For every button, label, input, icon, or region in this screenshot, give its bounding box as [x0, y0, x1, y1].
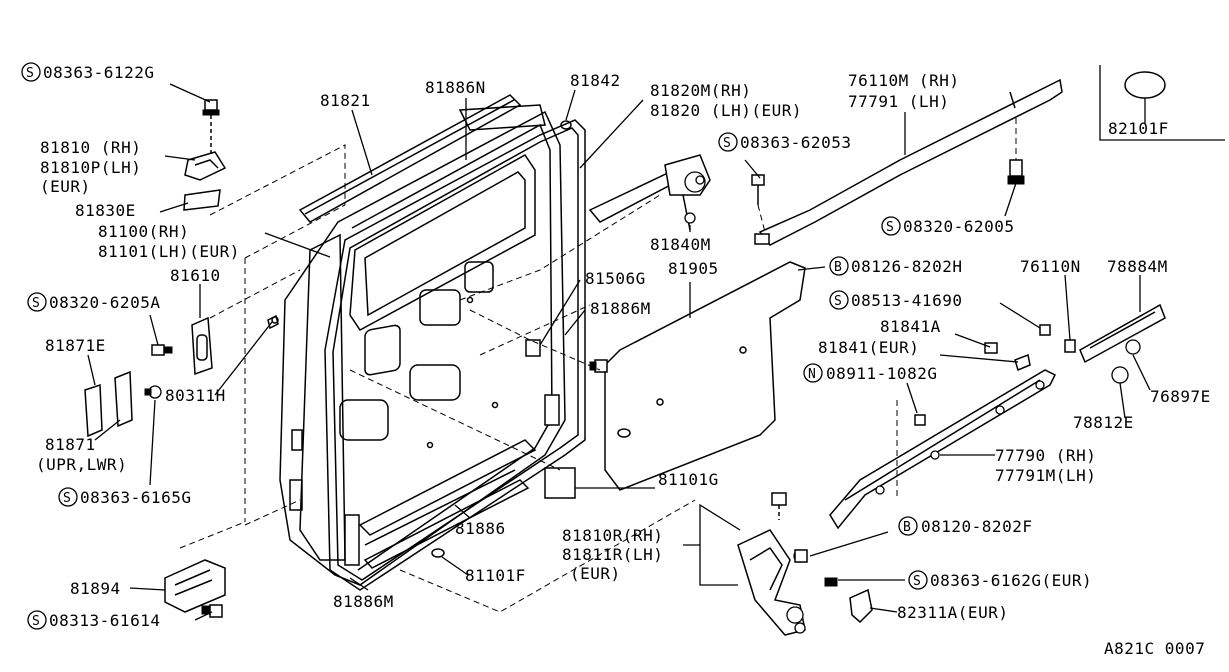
label-08126-8202H: 08126-8202H	[851, 257, 962, 276]
label-81101G: 81101G	[658, 470, 719, 489]
channel-81886N	[298, 94, 546, 223]
svg-text:S: S	[886, 220, 894, 235]
label-08513-41690: 08513-41690	[851, 291, 962, 310]
roller-81840M	[588, 154, 711, 231]
label-81101: 81101(LH)(EUR)	[98, 242, 240, 261]
label-77791: 77791 (LH)	[848, 92, 949, 111]
svg-text:S: S	[26, 66, 34, 81]
part-symbols: S S S S S S B S N B S	[21, 62, 928, 630]
label-08363-62053: 08363-62053	[740, 133, 851, 152]
small-parts-left	[84, 71, 1166, 624]
label-81841: 81841(EUR)	[818, 338, 919, 357]
label-81871: 81871	[45, 435, 96, 454]
channel-81886	[358, 439, 537, 569]
label-81810P: 81810P(LH)	[40, 158, 141, 177]
label-81820M: 81820M(RH)	[650, 81, 751, 100]
bolt-08320-62005	[1007, 118, 1025, 185]
label-08363-6162G: 08363-6162G(EUR)	[930, 571, 1092, 590]
label-08120-8202F: 08120-8202F	[921, 517, 1032, 536]
label-81886M-bottom: 81886M	[333, 592, 394, 611]
upper-rail-76110M	[754, 78, 1063, 246]
label-81100: 81100(RH)	[98, 222, 189, 241]
label-81821: 81821	[320, 91, 371, 110]
label-78812E: 78812E	[1073, 413, 1134, 432]
label-81905: 81905	[668, 259, 719, 278]
label-81810: 81810 (RH)	[40, 138, 141, 157]
dashed-guide-lines	[179, 144, 696, 613]
lower-hinge-81810R	[737, 492, 807, 636]
label-81101F: 81101F	[465, 566, 526, 585]
label-81820: 81820 (LH)(EUR)	[650, 101, 802, 120]
label-eur-2: (EUR)	[570, 564, 621, 583]
leader-lines	[87, 65, 1225, 621]
svg-text:S: S	[63, 491, 71, 506]
bolt-08363-62053	[751, 174, 766, 233]
label-76110M: 76110M (RH)	[848, 71, 959, 90]
label-81894: 81894	[70, 579, 121, 598]
label-81842: 81842	[570, 71, 621, 90]
svg-text:N: N	[808, 367, 816, 382]
diagram-code: A821C 0007	[1104, 639, 1205, 658]
label-08363-6165G: 08363-6165G	[80, 488, 191, 507]
label-81886N: 81886N	[425, 78, 486, 97]
svg-text:B: B	[903, 520, 911, 535]
label-08363-6122G: 08363-6122G	[43, 63, 154, 82]
svg-text:S: S	[723, 136, 731, 151]
label-upr-lwr: (UPR,LWR)	[36, 455, 127, 474]
label-81610: 81610	[170, 266, 221, 285]
label-76110N: 76110N	[1020, 257, 1081, 276]
label-82101F: 82101F	[1108, 119, 1169, 138]
label-81506G: 81506G	[585, 269, 646, 288]
label-08313-61614: 08313-61614	[49, 611, 160, 630]
guide-78884M	[984, 303, 1166, 384]
label-81841A: 81841A	[880, 317, 941, 336]
label-78884M: 78884M	[1107, 257, 1168, 276]
label-81811R: 81811R(LH)	[562, 545, 663, 564]
label-81886: 81886	[455, 519, 506, 538]
label-08911-1082G: 08911-1082G	[826, 364, 937, 383]
label-80311H: 80311H	[165, 386, 226, 405]
label-82311A: 82311A(EUR)	[897, 603, 1008, 622]
svg-text:S: S	[913, 574, 921, 589]
part-labels: 08363-6122G 81810 (RH) 81810P(LH) (EUR) …	[36, 63, 1211, 658]
svg-text:S: S	[834, 294, 842, 309]
label-81840M: 81840M	[650, 235, 711, 254]
svg-text:S: S	[32, 296, 40, 311]
svg-text:B: B	[834, 260, 842, 275]
label-81886M-top: 81886M	[590, 299, 651, 318]
upper-hinge-81810	[183, 99, 227, 211]
lower-rail-77790	[829, 369, 1057, 530]
label-08320-6205A: 08320-6205A	[49, 293, 160, 312]
label-eur-1: (EUR)	[40, 177, 91, 196]
label-77791M: 77791M(LH)	[995, 466, 1096, 485]
door-shell	[271, 110, 566, 586]
weatherstrip-81820	[324, 119, 586, 591]
svg-text:S: S	[32, 614, 40, 629]
label-81871E: 81871E	[45, 336, 106, 355]
label-08320-62005: 08320-62005	[903, 217, 1014, 236]
label-77790: 77790 (RH)	[995, 446, 1096, 465]
label-76897E: 76897E	[1150, 387, 1211, 406]
label-81810R: 81810R(RH)	[562, 526, 663, 545]
label-81830E: 81830E	[75, 201, 136, 220]
trim-panel-81905	[544, 261, 806, 499]
